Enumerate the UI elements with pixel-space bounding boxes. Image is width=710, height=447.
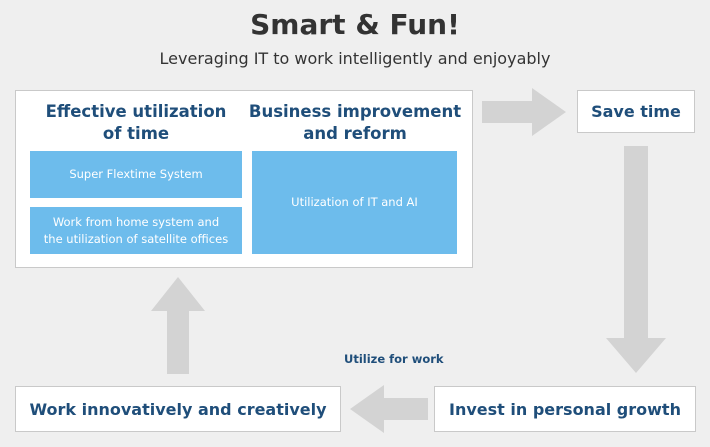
right-heading-line2: and reform — [303, 124, 407, 143]
left-heading: Effective utilization of time — [30, 101, 242, 145]
node-save-time: Save time — [577, 90, 695, 133]
cell-wfh-line1: Work from home system and — [52, 214, 220, 229]
utilize-for-work-label: Utilize for work — [344, 352, 444, 366]
node-invest-growth-label: Invest in personal growth — [449, 399, 681, 419]
cell-it-and-ai-label: Utilization of IT and AI — [291, 195, 418, 209]
cell-work-from-home: Work from home system and the utilizatio… — [30, 207, 242, 254]
node-save-time-label: Save time — [591, 102, 681, 121]
left-heading-line2: of time — [102, 124, 170, 143]
page-subtitle: Leveraging IT to work intelligently and … — [159, 49, 551, 68]
arrow-right-icon — [482, 88, 566, 136]
arrow-up-icon — [151, 277, 205, 374]
node-work-innovatively: Work innovatively and creatively — [15, 386, 341, 432]
cell-super-flextime: Super Flextime System — [30, 151, 242, 198]
right-heading: Business improvement and reform — [248, 101, 462, 145]
cell-it-and-ai: Utilization of IT and AI — [252, 151, 457, 254]
arrow-down-icon — [606, 146, 666, 373]
page-title: Smart & Fun! — [250, 8, 460, 41]
right-heading-line1: Business improvement — [248, 102, 462, 121]
cell-super-flextime-label: Super Flextime System — [69, 167, 203, 181]
node-invest-growth: Invest in personal growth — [434, 386, 696, 432]
node-work-innovatively-label: Work innovatively and creatively — [29, 399, 327, 419]
cell-wfh-line2: the utilization of satellite offices — [43, 231, 229, 246]
left-heading-line1: Effective utilization — [45, 102, 227, 121]
arrow-left-icon — [350, 385, 428, 433]
